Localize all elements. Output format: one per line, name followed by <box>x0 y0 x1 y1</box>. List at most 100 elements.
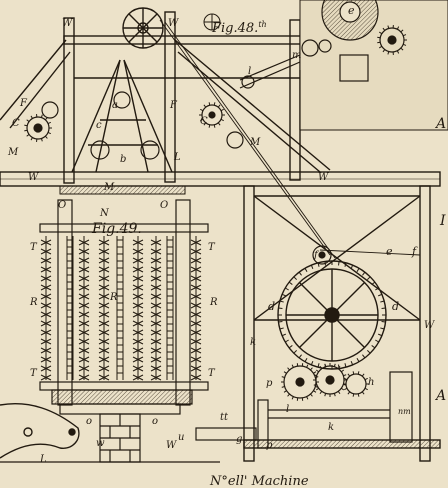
gear-tooth <box>378 31 383 35</box>
gear-tooth <box>315 369 319 373</box>
strand-mark <box>40 266 52 273</box>
letter-labels: Fig.48.th Fig.49. N°ell' Machine A I A W… <box>7 4 446 488</box>
gear-tooth <box>319 365 323 369</box>
strand-mark <box>98 320 110 327</box>
letter-e: e <box>386 245 393 258</box>
strand-mark <box>78 356 90 363</box>
gear-tooth <box>217 104 221 108</box>
top-beam <box>63 35 305 45</box>
gear-teeth-ring <box>24 114 52 142</box>
strand-mark <box>40 284 52 291</box>
strand-mark <box>150 365 162 372</box>
wheel-tooth <box>293 276 297 280</box>
gear-tooth <box>313 383 317 386</box>
gear-tooth <box>306 364 309 368</box>
strand-mark <box>78 329 90 336</box>
strand-mark <box>150 275 162 282</box>
gear-tooth <box>306 396 309 400</box>
strand-mark <box>78 293 90 300</box>
strand-mark <box>40 302 52 309</box>
gear-tooth <box>344 377 348 381</box>
strand-mark <box>132 374 144 381</box>
letter-u: u <box>178 432 184 443</box>
curved-lever <box>0 403 80 459</box>
gear-tooth <box>30 115 33 119</box>
gear-tooth <box>203 104 207 108</box>
letter-p: p <box>266 440 273 451</box>
strand-mark <box>150 248 162 255</box>
wheel-spoke <box>298 319 328 349</box>
gear-tooth <box>220 108 224 112</box>
letter-h: h <box>368 377 374 388</box>
letter-o: o <box>86 416 92 427</box>
strand-mark <box>78 311 90 318</box>
right-frame-right-post <box>419 185 431 462</box>
gear-teeth-ring <box>199 102 225 128</box>
letter-b: b <box>120 154 126 165</box>
wheel-tooth <box>310 264 314 269</box>
gear-tooth <box>310 367 313 371</box>
edge-letter-top: A <box>434 116 446 132</box>
strand-mark <box>190 239 202 246</box>
letter-C: C <box>200 116 208 127</box>
strand-mark <box>190 356 202 363</box>
wheel-tooth <box>344 262 347 267</box>
gear-teeth-ring <box>281 363 319 401</box>
fig48-inset <box>239 0 448 131</box>
letter-O: O <box>160 200 168 211</box>
wheel-tooth <box>350 264 354 269</box>
gear-tooth <box>324 363 327 367</box>
wheel-tooth <box>367 276 371 280</box>
strand-mark <box>190 347 202 354</box>
gear-tooth <box>341 387 345 391</box>
strand-mark <box>190 338 202 345</box>
wheel-tooth <box>298 354 302 359</box>
stand-block <box>339 54 369 82</box>
gear-tooth <box>213 102 216 106</box>
letter-O: O <box>58 200 66 211</box>
right-frame <box>243 185 441 462</box>
gear-tooth <box>403 34 407 37</box>
wheel-tooth <box>378 333 383 337</box>
wheel-tooth <box>356 267 360 272</box>
gear-tooth <box>291 364 294 368</box>
gear-teeth <box>24 25 407 401</box>
gear-tooth <box>315 386 319 388</box>
letter-N: N <box>99 208 110 219</box>
edge-letter-bottom: A <box>434 388 446 404</box>
letter-c: c <box>96 120 102 131</box>
strand-mark <box>40 257 52 264</box>
letter-L: L <box>39 454 47 465</box>
strand-mark <box>40 347 52 354</box>
gear-tooth <box>324 393 327 397</box>
strand-mark <box>98 275 110 282</box>
letter-d: d <box>392 300 399 313</box>
letter-L: L <box>173 152 181 163</box>
braid-strand <box>150 236 162 381</box>
gear-tooth <box>337 391 341 395</box>
gear-tooth <box>357 393 360 397</box>
gear-tooth <box>382 27 386 31</box>
ladder-rail <box>166 236 174 380</box>
lower-gears <box>195 245 413 449</box>
wheel-tooth <box>310 361 314 366</box>
strand-mark <box>132 248 144 255</box>
letter-W: W <box>28 172 39 183</box>
gear-tooth <box>377 36 381 39</box>
gear-teeth-ring <box>377 25 407 55</box>
gear-tooth <box>287 367 290 371</box>
strand-mark <box>40 248 52 255</box>
wheel-tooth <box>362 271 366 276</box>
gear-tooth <box>200 118 204 122</box>
gear-tooth <box>377 41 381 44</box>
letter-R: R <box>109 292 118 303</box>
strand-mark <box>190 374 202 381</box>
strand-mark <box>132 311 144 318</box>
strand-mark <box>78 239 90 246</box>
strand-mark <box>78 347 90 354</box>
strand-mark <box>190 302 202 309</box>
gear-tooth <box>313 390 317 393</box>
strand-mark <box>190 329 202 336</box>
letter-W: W <box>168 18 179 29</box>
wheel-tooth <box>380 327 385 330</box>
